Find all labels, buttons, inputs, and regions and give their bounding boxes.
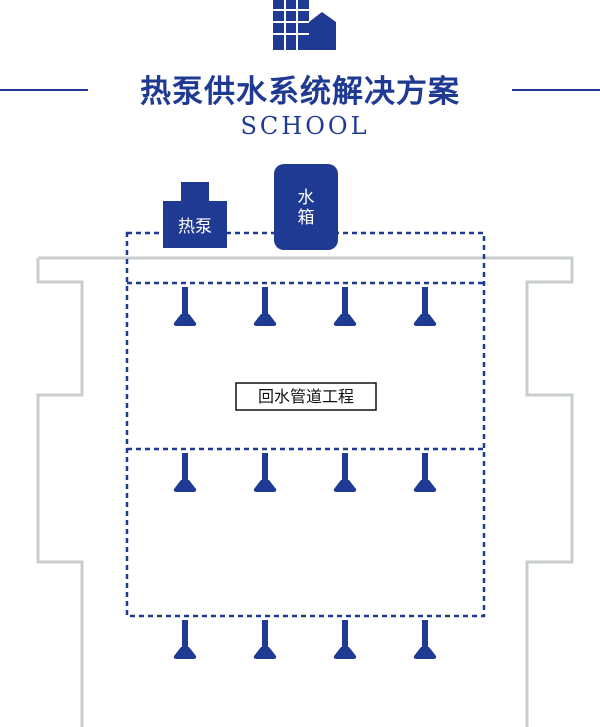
shower-head-icon [413, 620, 437, 659]
shower-head-icon [333, 620, 357, 659]
building-logo-icon [273, 0, 336, 50]
shower-head-icon [253, 620, 277, 659]
shower-head-icon [413, 453, 437, 492]
heat-pump-unit: 热泵 [163, 182, 227, 248]
shower-head-icon [253, 287, 277, 326]
water-tank-label-line2: 箱 [298, 208, 315, 228]
water-tank-label-line1: 水 [298, 188, 315, 208]
outlets [173, 287, 437, 659]
shower-head-icon [253, 453, 277, 492]
shower-head-icon [173, 620, 197, 659]
shower-head-icon [413, 287, 437, 326]
return-pipe-label-box: 回水管道工程 [235, 382, 377, 411]
shower-head-icon [173, 453, 197, 492]
page-subtitle: SCHOOL [240, 112, 369, 140]
shower-head-icon [333, 453, 357, 492]
return-pipe-label: 回水管道工程 [258, 387, 354, 406]
shower-head-icon [173, 287, 197, 326]
building-outline [36, 256, 574, 727]
page-title: 热泵供水系统解决方案 [140, 74, 460, 110]
heat-pump-label: 热泵 [178, 217, 212, 237]
shower-head-icon [333, 287, 357, 326]
pipe-network [125, 231, 486, 618]
water-tank: 水 箱 [274, 164, 338, 250]
